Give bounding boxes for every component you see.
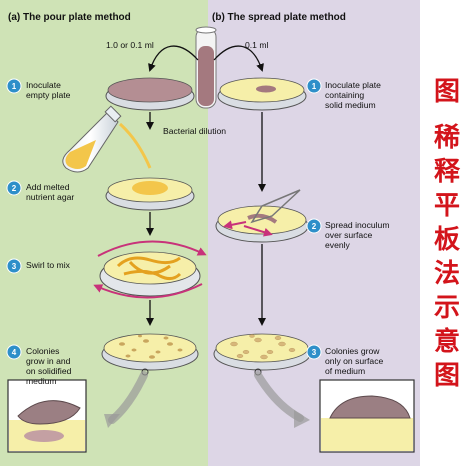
- right-plate-1: [217, 77, 307, 111]
- caption-char: 稀: [434, 123, 460, 153]
- right-step-1: 1 Inoculate plate containing solid mediu…: [306, 78, 381, 110]
- caption-char: 板: [434, 225, 460, 255]
- left-step-2: 2 Add melted nutrient agar: [6, 180, 74, 202]
- right-zoom-arrowhead: [294, 410, 310, 428]
- left-step-1: 1 Inoculate empty plate: [6, 78, 71, 100]
- left-step-4-line-4: medium: [26, 376, 57, 386]
- left-step-4-line-2: grow in and: [26, 356, 71, 366]
- caption-char: 图: [434, 77, 460, 107]
- spreader-icon: [250, 189, 301, 224]
- left-step-1-number: 1: [12, 82, 17, 91]
- right-plate-3: [213, 333, 311, 371]
- left-step-2-number: 2: [12, 184, 17, 193]
- right-step-3-number: 3: [312, 348, 317, 357]
- left-step-1-line-1: Inoculate: [26, 80, 61, 90]
- left-step-1-line-2: empty plate: [26, 90, 71, 100]
- left-step-3: 3 Swirl to mix: [6, 258, 71, 274]
- caption-char: 示: [434, 293, 460, 323]
- right-step-3-line-1: Colonies grow: [325, 346, 380, 356]
- left-plate-3: [99, 251, 201, 297]
- spread-arrow: [223, 220, 247, 230]
- left-step-4-number: 4: [12, 348, 17, 357]
- right-step-3: 3 Colonies grow only on surface of mediu…: [306, 344, 384, 376]
- right-step-3-line-3: of medium: [325, 366, 365, 376]
- caption-panel-bg: [420, 0, 474, 466]
- swirl-arrow-top: [97, 240, 207, 257]
- right-step-2-number: 2: [312, 222, 317, 231]
- arrow-to-left-plate: [148, 45, 199, 72]
- right-step-2: 2 Spread inoculum over surface evenly: [306, 218, 390, 250]
- left-step-3-number: 3: [12, 262, 17, 271]
- swirl-arrow-bottom: [93, 283, 203, 299]
- left-cross-section: [7, 379, 87, 453]
- left-title: (a) The pour plate method: [8, 12, 131, 23]
- caption-char: 平: [434, 191, 460, 221]
- right-volume-label: 0.1 ml: [245, 40, 268, 50]
- left-zoom-arrowhead: [104, 414, 120, 428]
- left-step-3-line-1: Swirl to mix: [26, 260, 71, 270]
- right-step-1-number: 1: [312, 82, 317, 91]
- caption-char: 图: [434, 361, 460, 391]
- right-step-1-line-3: solid medium: [325, 100, 376, 110]
- chinese-caption: 图 稀 释 平 板 法 示 意 图: [434, 77, 461, 391]
- right-step-2-line-1: Spread inoculum: [325, 220, 390, 230]
- right-cross-section: [319, 379, 415, 453]
- left-step-2-line-2: nutrient agar: [26, 192, 74, 202]
- left-volume-label: 1.0 or 0.1 ml: [106, 40, 154, 50]
- right-step-1-line-2: containing: [325, 90, 364, 100]
- caption-char: 法: [434, 259, 460, 289]
- left-plate-4: [101, 333, 199, 371]
- flask-icon: [62, 105, 152, 173]
- right-step-1-line-1: Inoculate plate: [325, 80, 381, 90]
- left-step-4: 4 Colonies grow in and on solidified med…: [6, 344, 72, 386]
- left-plate-1: [105, 77, 195, 111]
- arrow-to-right-plate: [213, 45, 264, 72]
- left-step-4-line-1: Colonies: [26, 346, 59, 356]
- caption-char: 意: [434, 326, 460, 357]
- left-step-4-line-3: on solidified: [26, 366, 72, 376]
- right-step-3-line-2: only on surface: [325, 356, 384, 366]
- right-step-2-line-3: evenly: [325, 240, 351, 250]
- spread-arrow-2: [243, 225, 273, 237]
- caption-char: 释: [434, 157, 461, 187]
- left-plate-2: [105, 177, 195, 211]
- dilution-tube: [195, 26, 217, 109]
- right-title: (b) The spread plate method: [212, 12, 346, 23]
- right-plate-2: [215, 205, 309, 243]
- dilution-label: Bacterial dilution: [163, 126, 226, 136]
- left-step-2-line-1: Add melted: [26, 182, 70, 192]
- right-step-2-line-2: over surface: [325, 230, 373, 240]
